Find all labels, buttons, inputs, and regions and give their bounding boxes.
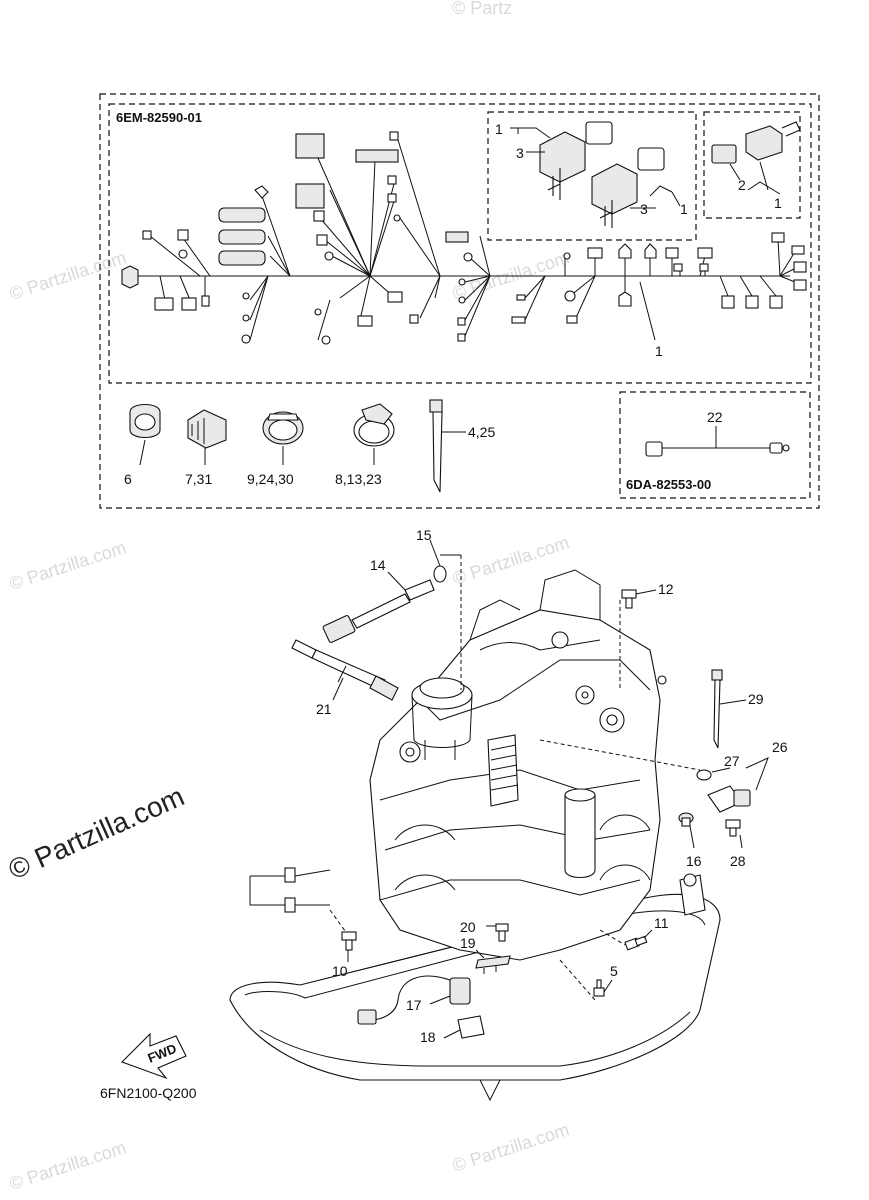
cable-tie-icon	[429, 399, 443, 493]
relay-icon	[539, 121, 665, 228]
sub-harness-icon	[645, 441, 790, 457]
relay-dashed-frame	[487, 111, 697, 241]
watermark-left-2: © Partzilla.com	[7, 537, 129, 594]
gasket-18-icon	[457, 1015, 485, 1039]
callout-2: 2	[738, 177, 746, 193]
callout-1: 1	[655, 343, 663, 359]
multi-pin-connector-icon	[218, 207, 266, 223]
callout-8-13-23: 8,13,23	[335, 471, 382, 487]
sensor-21-icon	[291, 639, 399, 701]
callout-18: 18	[420, 1029, 436, 1045]
cable-tie-29-icon	[711, 669, 723, 749]
callout-22: 22	[707, 409, 723, 425]
callout-3: 3	[640, 201, 648, 217]
callout-19: 19	[460, 935, 476, 951]
watermark-center-2: © Partzilla.com	[450, 532, 572, 589]
sensor-14-icon	[322, 579, 435, 643]
fwd-arrow-icon: FWD	[121, 1032, 187, 1080]
connector-17-icon	[357, 975, 471, 1025]
callout-20: 20	[460, 919, 476, 935]
callout-1: 1	[495, 121, 503, 137]
sensor-26-icon	[707, 785, 751, 813]
bolt-28-icon	[725, 819, 741, 837]
figure-code: 6FN2100-Q200	[100, 1085, 197, 1101]
callout-14: 14	[370, 557, 386, 573]
o-ring-15-icon	[433, 565, 447, 583]
watermark-center-4: © Partzilla.com	[450, 1119, 572, 1176]
watermark-left-3: © Partzilla.com	[7, 1137, 129, 1194]
switch-16-icon	[678, 812, 694, 827]
callout-15: 15	[416, 527, 432, 543]
bolt-10-icon	[341, 931, 357, 951]
outer-dashed-frame	[99, 93, 820, 509]
screw-clamp-icon	[353, 403, 395, 447]
holder-19-icon	[475, 955, 511, 974]
callout-28: 28	[730, 853, 746, 869]
sub-harness-part-number: 6DA-82553-00	[626, 477, 711, 492]
callout-29: 29	[748, 691, 764, 707]
callout-26: 26	[772, 739, 788, 755]
band-clamp-icon	[187, 409, 227, 449]
callout-21: 21	[316, 701, 332, 717]
callout-17: 17	[406, 997, 422, 1013]
connector-pair-icon	[711, 121, 801, 164]
bolt-12-icon	[621, 589, 637, 609]
clamp-icon	[129, 403, 161, 439]
sub-harness-dashed-frame	[619, 391, 811, 499]
screw-20-icon	[495, 923, 509, 942]
harness-dashed-frame	[108, 103, 812, 384]
callout-3: 3	[516, 145, 524, 161]
callout-16: 16	[686, 853, 702, 869]
watermark-top: © Partz	[452, 0, 512, 18]
callout-1: 1	[680, 201, 688, 217]
wire-harness-panel: 6EM-82590-01	[99, 93, 820, 509]
callout-27: 27	[724, 753, 740, 769]
callout-4-25: 4,25	[468, 424, 495, 440]
engine-assembly: 14 15 21 12 29	[100, 527, 788, 1102]
callout-7-31: 7,31	[185, 471, 212, 487]
callout-12: 12	[658, 581, 674, 597]
hose-clamp-icon	[262, 411, 304, 445]
round-connector-icon	[121, 265, 139, 289]
callout-9-24-30: 9,24,30	[247, 471, 294, 487]
harness-part-number: 6EM-82590-01	[116, 110, 202, 125]
connector-dashed-frame	[703, 111, 801, 219]
bolt-11-icon	[624, 935, 648, 951]
callout-5: 5	[610, 963, 618, 979]
callout-11: 11	[654, 915, 669, 931]
watermark-left-1: © Partzilla.com	[7, 247, 129, 304]
callout-1: 1	[774, 195, 782, 211]
watermark-large: © Partzilla.com	[4, 780, 189, 885]
callout-6: 6	[124, 471, 132, 487]
callout-10: 10	[332, 963, 348, 979]
o-ring-27-icon	[696, 769, 712, 781]
